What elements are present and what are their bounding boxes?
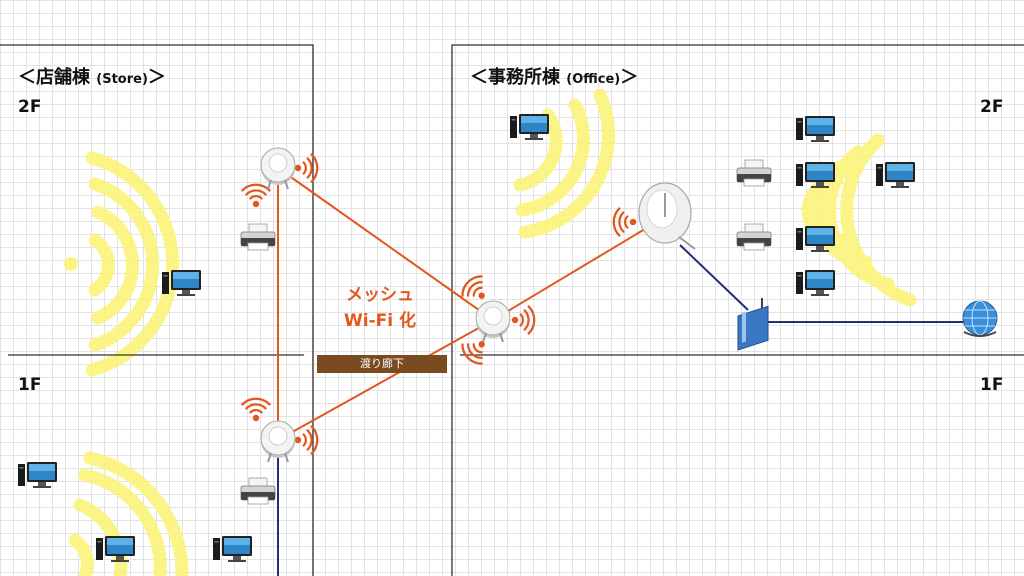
- desktop-pc-icon: [796, 270, 835, 296]
- desktop-pc-icon: [18, 462, 57, 488]
- office-subtitle-text: (Office): [566, 72, 621, 87]
- printer-icon: [240, 223, 276, 251]
- office-title-text: ＜事務所棟: [470, 67, 560, 88]
- mesh-wifi-label-line1: メッシュ: [346, 285, 414, 305]
- store-title-close: ＞: [147, 67, 166, 88]
- store-building-wall: [0, 44, 314, 576]
- printer-icon: [240, 477, 276, 505]
- office-floor-2f-label: 2F: [980, 97, 1004, 117]
- printer-icon: [736, 159, 772, 187]
- mesh-wifi-label-line2: Wi-Fi 化: [344, 311, 416, 331]
- desktop-pc-icon: [213, 536, 252, 562]
- desktop-pc-icon: [510, 114, 549, 140]
- wifi-coverage-store-2f-icon: [64, 151, 180, 377]
- internet-globe-icon: [962, 300, 998, 337]
- desktop-pc-icon: [876, 162, 915, 188]
- wifi-coverage-store-1f-icon: [68, 451, 189, 576]
- mesh-wifi-label: メッシュ Wi-Fi 化: [325, 282, 435, 334]
- office-title-close: ＞: [620, 67, 639, 88]
- office-floor-1f-label: 1F: [980, 375, 1004, 395]
- office-building-wall: [451, 44, 1024, 576]
- access-point-icon: [475, 300, 511, 343]
- store-title-text: ＜店舗棟: [18, 67, 90, 88]
- mesh-links: [277, 167, 666, 441]
- access-point-icon: [260, 420, 296, 463]
- store-subtitle-text: (Store): [96, 72, 148, 87]
- store-floor-1f-label: 1F: [18, 375, 42, 395]
- main-access-point-icon: [638, 182, 696, 250]
- printer-icon: [736, 223, 772, 251]
- wired-links: [277, 244, 965, 576]
- office-building-title: ＜事務所棟 (Office)＞: [470, 63, 638, 89]
- store-floor-2f-label: 2F: [18, 97, 42, 117]
- access-point-icon: [260, 147, 296, 190]
- store-building-title: ＜店舗棟 (Store)＞: [18, 63, 166, 89]
- desktop-pc-icon: [796, 116, 835, 142]
- desktop-pc-icon: [162, 270, 201, 296]
- corridor-label: 渡り廊下: [317, 355, 447, 373]
- wifi-coverage-office-2f-left-icon: [513, 88, 616, 239]
